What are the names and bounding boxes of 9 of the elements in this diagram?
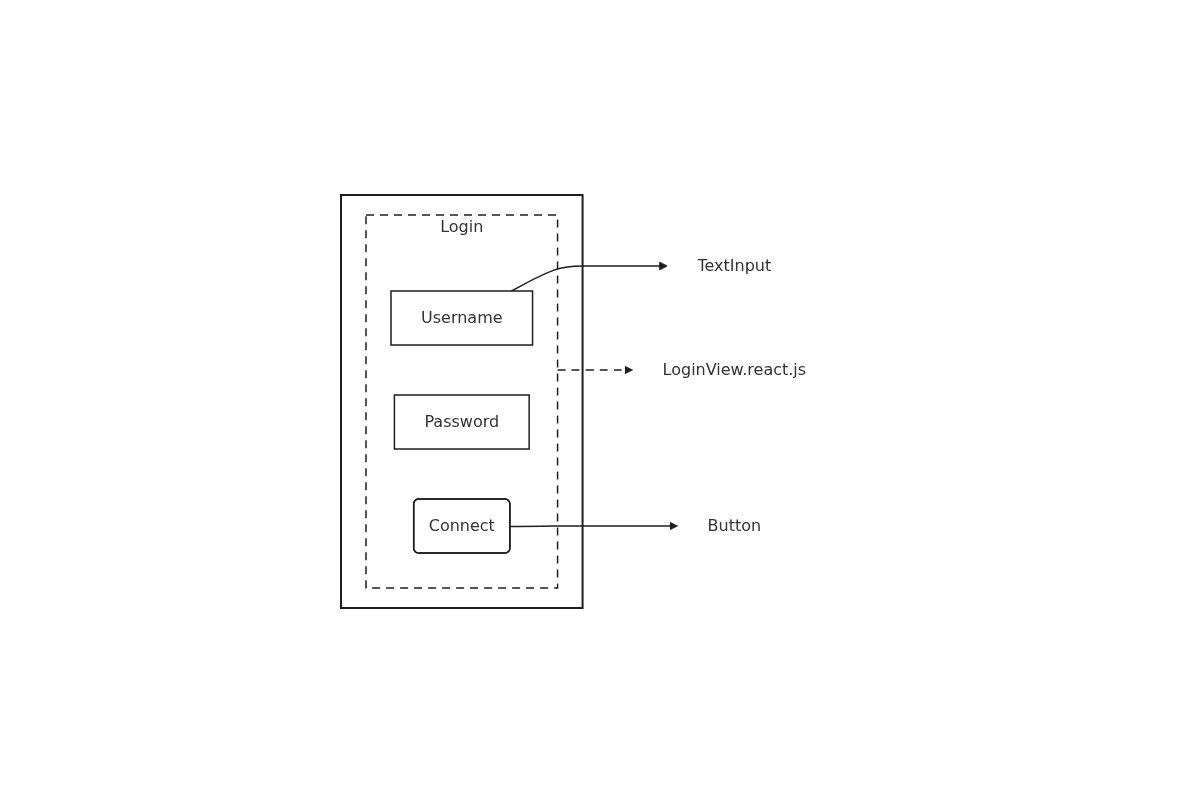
- arrow: [510, 521, 679, 531]
- node-text: Button: [707, 516, 762, 535]
- arrow: [511, 261, 669, 292]
- node-box: Password: [394, 394, 531, 450]
- node-text: TextInput: [697, 256, 772, 275]
- arrow: [557, 365, 634, 375]
- node-box: Username: [390, 290, 534, 346]
- cluster: [340, 194, 584, 609]
- node-text: LoginView.react.js: [663, 360, 807, 379]
